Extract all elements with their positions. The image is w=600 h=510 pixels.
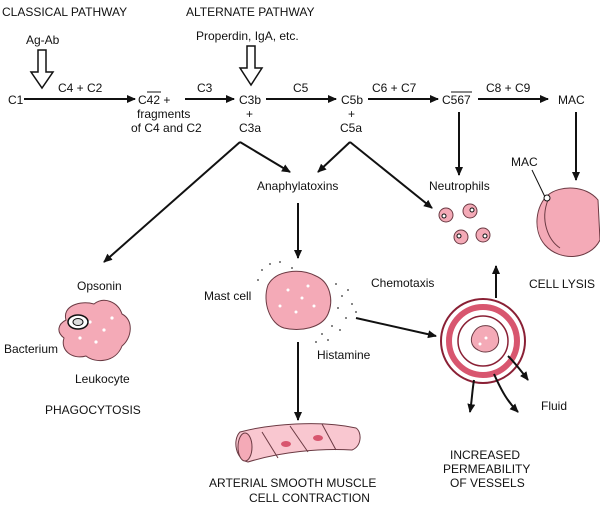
histamine-granules [257,261,357,343]
c5a-to-neutrophils-arrow [349,141,433,209]
classical-pathway-title: CLASSICAL PATHWAY [2,5,127,19]
classical-pathway-input: Ag-Ab [26,33,60,47]
fragments-label: fragments [137,107,190,121]
c3a-to-anaphylatoxins-arrow [239,141,291,173]
alternate-pathway-title: ALTERNATE PATHWAY [186,5,314,19]
mast-cell-label: Mast cell [204,289,251,303]
c567-label: C567 [442,93,471,107]
plus-c3: + [246,107,253,121]
histamine-label: Histamine [317,348,371,362]
fragments-of-c4-c2-label: of C4 and C2 [131,121,202,135]
c3a-to-opsonin-arrow [103,141,241,263]
fluid-label: Fluid [541,399,567,413]
mac-small-label: MAC [511,155,538,169]
opsonin-label: Opsonin [77,279,122,293]
lysing-cell [536,187,600,257]
permeability-label: PERMEABILITY [443,462,530,476]
phagocytosis-label: PHAGOCYTOSIS [45,403,141,417]
alternate-pathway-input: Properdin, IgA, etc. [196,29,299,43]
c8c9-label: C8 + C9 [486,81,531,95]
c5b-label: C5b [341,93,363,107]
c3-label: C3 [197,81,213,95]
c42-label: C42 + [138,93,170,107]
c5a-to-anaphylatoxins-arrow [317,141,351,173]
c6c7-label: C6 + C7 [372,81,417,95]
c4c2-label: C4 + C2 [58,81,103,95]
bacterium-shape [67,314,89,330]
neutrophils-label: Neutrophils [429,179,490,193]
cell-contraction-label: CELL CONTRACTION [249,491,370,505]
arterial-muscle-tube [235,423,361,463]
mast-cell-to-vessel-arrow [355,317,437,339]
fluid-arrow-down [493,373,519,413]
neutrophil-cells [438,203,491,245]
plus-c5: + [348,107,355,121]
increased-label: INCREASED [450,448,520,462]
c1-label: C1 [8,93,24,107]
leukocyte-label: Leukocyte [75,372,130,386]
mac-pointer-line [531,169,546,198]
mast-cell [265,270,332,330]
arterial-contraction-label: ARTERIAL SMOOTH MUSCLE [209,476,376,490]
classical-input-arrow [29,49,55,90]
fluid-arrow-right [507,355,529,381]
c3a-label: C3a [239,121,261,135]
c3b-label: C3b [239,93,261,107]
mac-label: MAC [558,93,585,107]
anaphylatoxins-label: Anaphylatoxins [257,179,338,193]
c5a-label: C5a [340,121,362,135]
cell-lysis-label: CELL LYSIS [529,277,595,291]
c5-label: C5 [293,81,309,95]
chemotaxis-label: Chemotaxis [371,276,434,290]
alternate-input-arrow [238,45,264,87]
fluid-arrow-left [467,379,476,413]
vessel-cross-section [440,298,526,384]
leukocyte-cell [58,299,131,362]
bacterium-label: Bacterium [4,342,58,356]
of-vessels-label: OF VESSELS [450,476,525,490]
